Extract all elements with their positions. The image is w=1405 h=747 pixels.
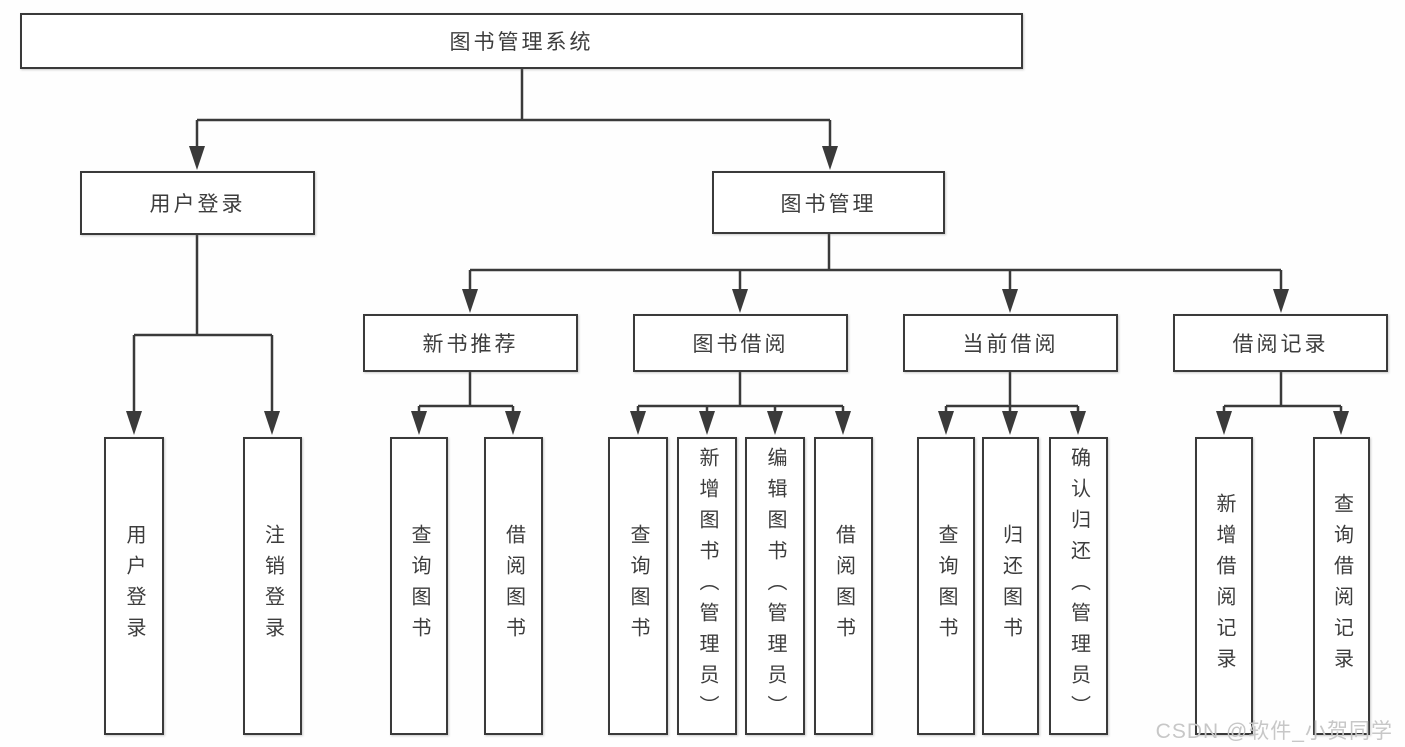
connector-new-book-split [417, 372, 515, 414]
connector-user-login-split [132, 235, 274, 414]
connector-current-borrow-split [944, 372, 1080, 414]
node-leaf-query-books-borrow: 查询图书 [608, 437, 668, 735]
node-leaf-confirm-return-admin: 确认归还（管理员） [1049, 437, 1108, 735]
node-leaf-user-login: 用户登录 [104, 437, 164, 735]
node-leaf-edit-books-admin: 编辑图书（管理员） [745, 437, 805, 735]
node-library-management-system: 图书管理系统 [20, 13, 1023, 69]
node-leaf-query-books-current: 查询图书 [917, 437, 975, 735]
arrowheads [126, 146, 1349, 435]
node-book-borrowing: 图书借阅 [633, 314, 848, 372]
node-leaf-borrow-books-recommend: 借阅图书 [484, 437, 543, 735]
node-leaf-query-books-recommend: 查询图书 [390, 437, 448, 735]
node-leaf-add-borrow-record: 新增借阅记录 [1195, 437, 1253, 735]
node-borrowing-records: 借阅记录 [1173, 314, 1388, 372]
node-leaf-logout: 注销登录 [243, 437, 302, 735]
node-leaf-query-borrow-record: 查询借阅记录 [1313, 437, 1370, 735]
node-new-book-recommendation: 新书推荐 [363, 314, 578, 372]
node-current-borrowing: 当前借阅 [903, 314, 1118, 372]
connector-borrow-records-split [1222, 372, 1343, 414]
node-book-management: 图书管理 [712, 171, 945, 234]
node-leaf-borrow-books: 借阅图书 [814, 437, 873, 735]
connector-root-split [195, 69, 832, 150]
connector-book-management-split [468, 234, 1283, 292]
node-leaf-add-books-admin: 新增图书（管理员） [677, 437, 737, 735]
node-user-login: 用户登录 [80, 171, 315, 235]
node-leaf-return-books: 归还图书 [982, 437, 1039, 735]
connector-book-borrow-split [636, 372, 845, 414]
